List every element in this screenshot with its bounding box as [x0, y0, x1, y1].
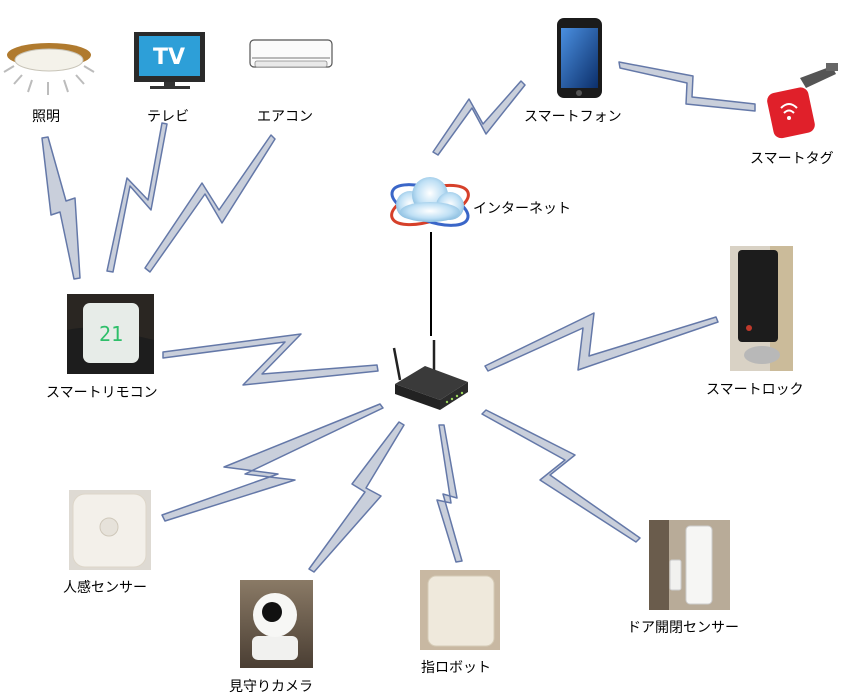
camera-icon [240, 580, 313, 668]
label-door-sensor: ドア開閉センサー [627, 620, 739, 636]
smart-lock-icon [730, 246, 793, 371]
smart-remote-icon: 21 [67, 294, 154, 374]
label-smartlock: スマートロック [706, 382, 804, 398]
wireless-links [41, 61, 756, 573]
wireless-link-router-lock [484, 312, 719, 372]
label-internet: インターネット [473, 201, 571, 217]
wireless-link-phone-internet [432, 80, 526, 156]
wireless-link-aircon-remote [144, 134, 276, 273]
wireless-link-light-remote [41, 136, 81, 280]
wireless-link-router-camera [308, 421, 405, 573]
label-aircon: エアコン [257, 109, 313, 125]
label-smarttag: スマートタグ [750, 151, 834, 167]
air-conditioner-icon [249, 39, 333, 68]
wireless-link-router-finger [436, 424, 463, 563]
router-icon [392, 340, 468, 410]
wireless-link-router-door [481, 409, 641, 543]
label-motion-sensor: 人感センサー [63, 580, 147, 596]
label-smartphone: スマートフォン [524, 109, 622, 125]
label-finger-bot: 指ロボット [421, 660, 491, 676]
wireless-link-tv-remote [106, 122, 168, 273]
door-sensor-icon [649, 520, 730, 610]
smart-tag-icon [767, 63, 838, 139]
label-tv: テレビ [147, 109, 189, 125]
smartphone-icon [557, 18, 602, 98]
wireless-link-phone-tag [618, 61, 756, 112]
wireless-link-remote-router [162, 333, 379, 386]
remote-display-text: 21 [99, 322, 123, 346]
tv-screen-text: TV [153, 45, 185, 70]
ceiling-light-icon [3, 43, 95, 95]
label-light: 照明 [32, 109, 60, 125]
label-smartremote: スマートリモコン [46, 385, 158, 401]
internet-cloud-icon [390, 177, 470, 227]
wireless-link-router-motion [161, 403, 384, 522]
motion-sensor-icon [69, 490, 151, 570]
label-camera: 見守りカメラ [229, 679, 313, 695]
tv-icon: TV [134, 32, 205, 89]
finger-bot-icon [420, 570, 500, 650]
